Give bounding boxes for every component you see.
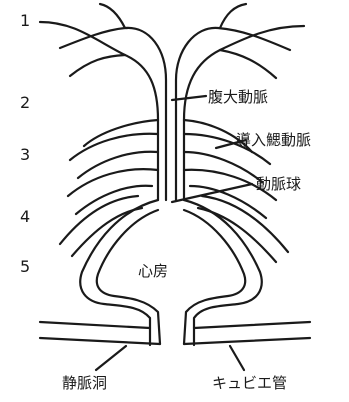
top-arch-right-outer [220,50,276,78]
top-arch-left-outer [70,55,125,76]
arch-left-f [60,196,138,244]
label-afferent-branchial-artery: 導入鰓動脈 [236,131,311,149]
duct-upper-left [40,322,150,328]
leader-sinus-venosus [96,346,126,370]
ventral-aorta-right-wall [184,26,304,200]
cuvierian-ducts [40,322,310,344]
arch-number-1: 1 [20,11,30,30]
atrium-outline-right [184,200,262,345]
branchial-arches-left [60,120,158,256]
label-bulbus-arteriosus: 動脈球 [256,175,301,193]
arch-left-b [70,134,158,160]
arch-number-3: 3 [20,145,30,164]
label-ventral-aorta: 腹大動脈 [208,88,268,106]
top-branch-left [100,4,125,28]
arch-left-e [76,186,152,214]
leader-cuvierian-duct [230,346,244,370]
arch-number-5: 5 [20,257,30,276]
label-cuvierian-duct: キュビエ管 [212,374,287,392]
arch-number-4: 4 [20,207,30,226]
arch-number-2: 2 [20,93,30,112]
arch-numbers: 1 2 3 4 5 [20,11,30,276]
duct-lower-left [40,338,160,344]
duct-lower-right [184,338,310,344]
label-atrium: 心房 [138,262,168,280]
label-sinus-venosus: 静脈洞 [62,374,107,392]
duct-upper-right [194,322,310,328]
arch-right-c [184,152,262,182]
arch-left-c [78,152,158,178]
ventral-aorta-left-wall [40,22,158,200]
top-branch-right [220,4,246,28]
